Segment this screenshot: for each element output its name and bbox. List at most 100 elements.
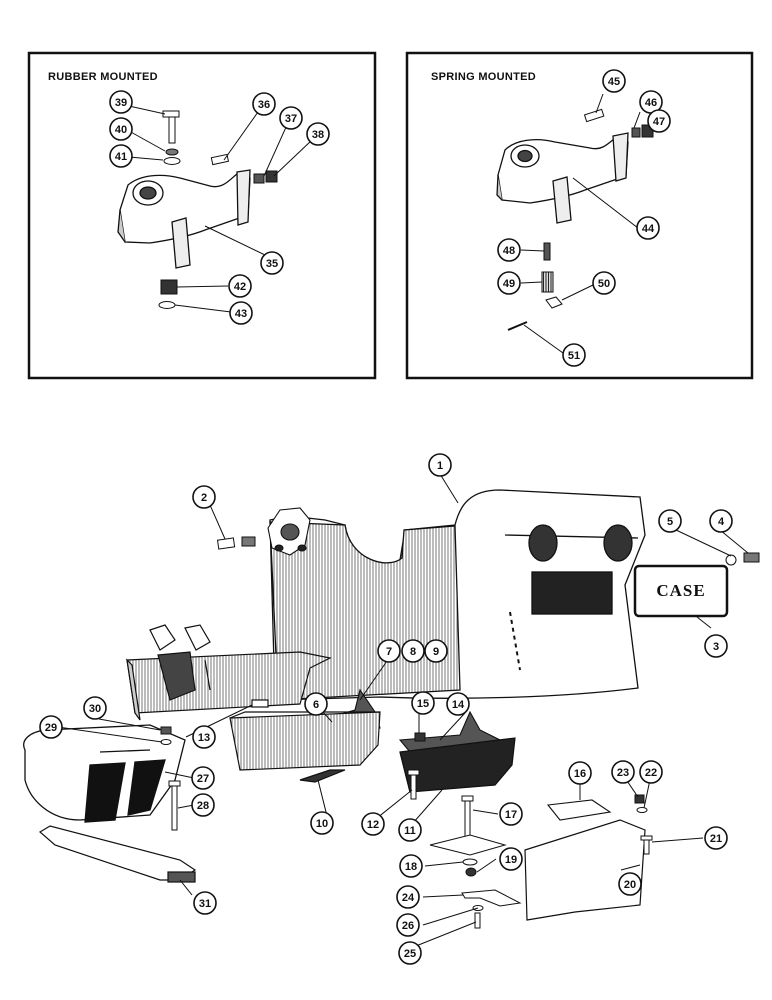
callout-number: 44 bbox=[642, 223, 655, 235]
callout-circle bbox=[499, 847, 523, 871]
callout-circle bbox=[83, 696, 107, 720]
callout-circle bbox=[411, 691, 435, 715]
callout-number: 12 bbox=[367, 819, 379, 831]
callout-circle bbox=[499, 802, 523, 826]
callout-number: 36 bbox=[258, 99, 270, 111]
callout-circle bbox=[636, 216, 660, 240]
callout-number: 8 bbox=[410, 646, 416, 658]
callout-circle bbox=[611, 760, 635, 784]
callout-number: 49 bbox=[503, 278, 515, 290]
plate-screws bbox=[725, 552, 760, 566]
callout-circle bbox=[398, 818, 422, 842]
callout-9: 9 bbox=[424, 639, 448, 663]
callout-number: 50 bbox=[598, 278, 610, 290]
callout-circle bbox=[252, 92, 276, 116]
callout-number: 43 bbox=[235, 308, 247, 320]
callout-13: 13 bbox=[192, 725, 216, 749]
callout-number: 22 bbox=[645, 767, 657, 779]
callout-circle bbox=[260, 251, 284, 275]
rail-pieces bbox=[229, 699, 516, 793]
callout-number: 29 bbox=[45, 722, 57, 734]
callout-50: 50 bbox=[592, 271, 616, 295]
callout-23: 23 bbox=[611, 760, 635, 784]
callout-20: 20 bbox=[618, 872, 642, 896]
callout-circle bbox=[618, 872, 642, 896]
callout-46: 46 bbox=[639, 90, 663, 114]
callout-36: 36 bbox=[252, 92, 276, 116]
callout-circle bbox=[396, 885, 420, 909]
callout-circle bbox=[192, 485, 216, 509]
callout-number: 24 bbox=[402, 892, 415, 904]
callout-number: 39 bbox=[115, 97, 127, 109]
inset-title: RUBBER MOUNTED bbox=[48, 71, 158, 83]
callout-48: 48 bbox=[497, 238, 521, 262]
callout-3: 3 bbox=[704, 634, 728, 658]
callout-17: 17 bbox=[499, 802, 523, 826]
bolts-item-2 bbox=[216, 536, 256, 550]
callout-5: 5 bbox=[658, 509, 682, 533]
bolt-12 bbox=[407, 769, 420, 800]
callout-circle bbox=[398, 941, 422, 965]
callout-number: 25 bbox=[404, 948, 416, 960]
callout-number: 45 bbox=[608, 76, 620, 88]
callout-circle bbox=[361, 812, 385, 836]
callout-7: 7 bbox=[377, 639, 401, 663]
callout-circle bbox=[310, 811, 334, 835]
callout-39: 39 bbox=[109, 90, 133, 114]
callout-number: 28 bbox=[197, 800, 209, 812]
brand-text: CASE bbox=[656, 581, 705, 600]
bolt-21 bbox=[640, 835, 653, 855]
callout-14: 14 bbox=[446, 692, 470, 716]
callout-circle bbox=[424, 639, 448, 663]
callout-18: 18 bbox=[399, 854, 423, 878]
callout-circle bbox=[639, 760, 663, 784]
callout-number: 1 bbox=[437, 460, 443, 472]
nut-15 bbox=[414, 732, 426, 742]
inset-title: SPRING MOUNTED bbox=[431, 71, 536, 83]
callout-10: 10 bbox=[310, 811, 334, 835]
callout-22: 22 bbox=[639, 760, 663, 784]
callout-number: 48 bbox=[503, 245, 515, 257]
callout-19: 19 bbox=[499, 847, 523, 871]
callout-number: 31 bbox=[199, 898, 211, 910]
upper-mount bbox=[267, 507, 311, 556]
bolt-17 bbox=[429, 795, 507, 856]
callout-12: 12 bbox=[361, 812, 385, 836]
callout-number: 3 bbox=[713, 641, 719, 653]
callout-15: 15 bbox=[411, 691, 435, 715]
callout-25: 25 bbox=[398, 941, 422, 965]
guard-20 bbox=[524, 819, 646, 921]
spring-hardware bbox=[507, 108, 654, 331]
callout-number: 16 bbox=[574, 768, 586, 780]
callout-number: 27 bbox=[197, 773, 209, 785]
callout-circle bbox=[446, 692, 470, 716]
callout-51: 51 bbox=[562, 343, 586, 367]
hardware-29-30 bbox=[160, 726, 172, 745]
callout-1: 1 bbox=[428, 453, 452, 477]
bar-31 bbox=[38, 825, 197, 883]
callout-circle bbox=[306, 122, 330, 146]
spring-leader-lines bbox=[520, 93, 655, 354]
callout-circle bbox=[279, 106, 303, 130]
callout-number: 51 bbox=[568, 350, 580, 362]
callout-circle bbox=[497, 271, 521, 295]
callout-circle bbox=[191, 793, 215, 817]
main-exploded-view: CASE bbox=[23, 473, 760, 949]
callout-29: 29 bbox=[39, 715, 63, 739]
callout-27: 27 bbox=[191, 766, 215, 790]
callout-43: 43 bbox=[229, 301, 253, 325]
callout-number: 15 bbox=[417, 698, 429, 710]
callout-number: 20 bbox=[624, 879, 636, 891]
callout-number: 2 bbox=[201, 492, 207, 504]
callout-35: 35 bbox=[260, 251, 284, 275]
callout-circle bbox=[658, 509, 682, 533]
rubber-hardware bbox=[158, 110, 278, 309]
callout-circle bbox=[592, 271, 616, 295]
callout-47: 47 bbox=[647, 109, 671, 133]
callout-circle bbox=[709, 509, 733, 533]
callout-circle bbox=[497, 238, 521, 262]
callout-number: 41 bbox=[115, 151, 127, 163]
callout-4: 4 bbox=[709, 509, 733, 533]
callout-2: 2 bbox=[192, 485, 216, 509]
rubber-mounted-inset: RUBBER MOUNTED bbox=[27, 51, 377, 380]
